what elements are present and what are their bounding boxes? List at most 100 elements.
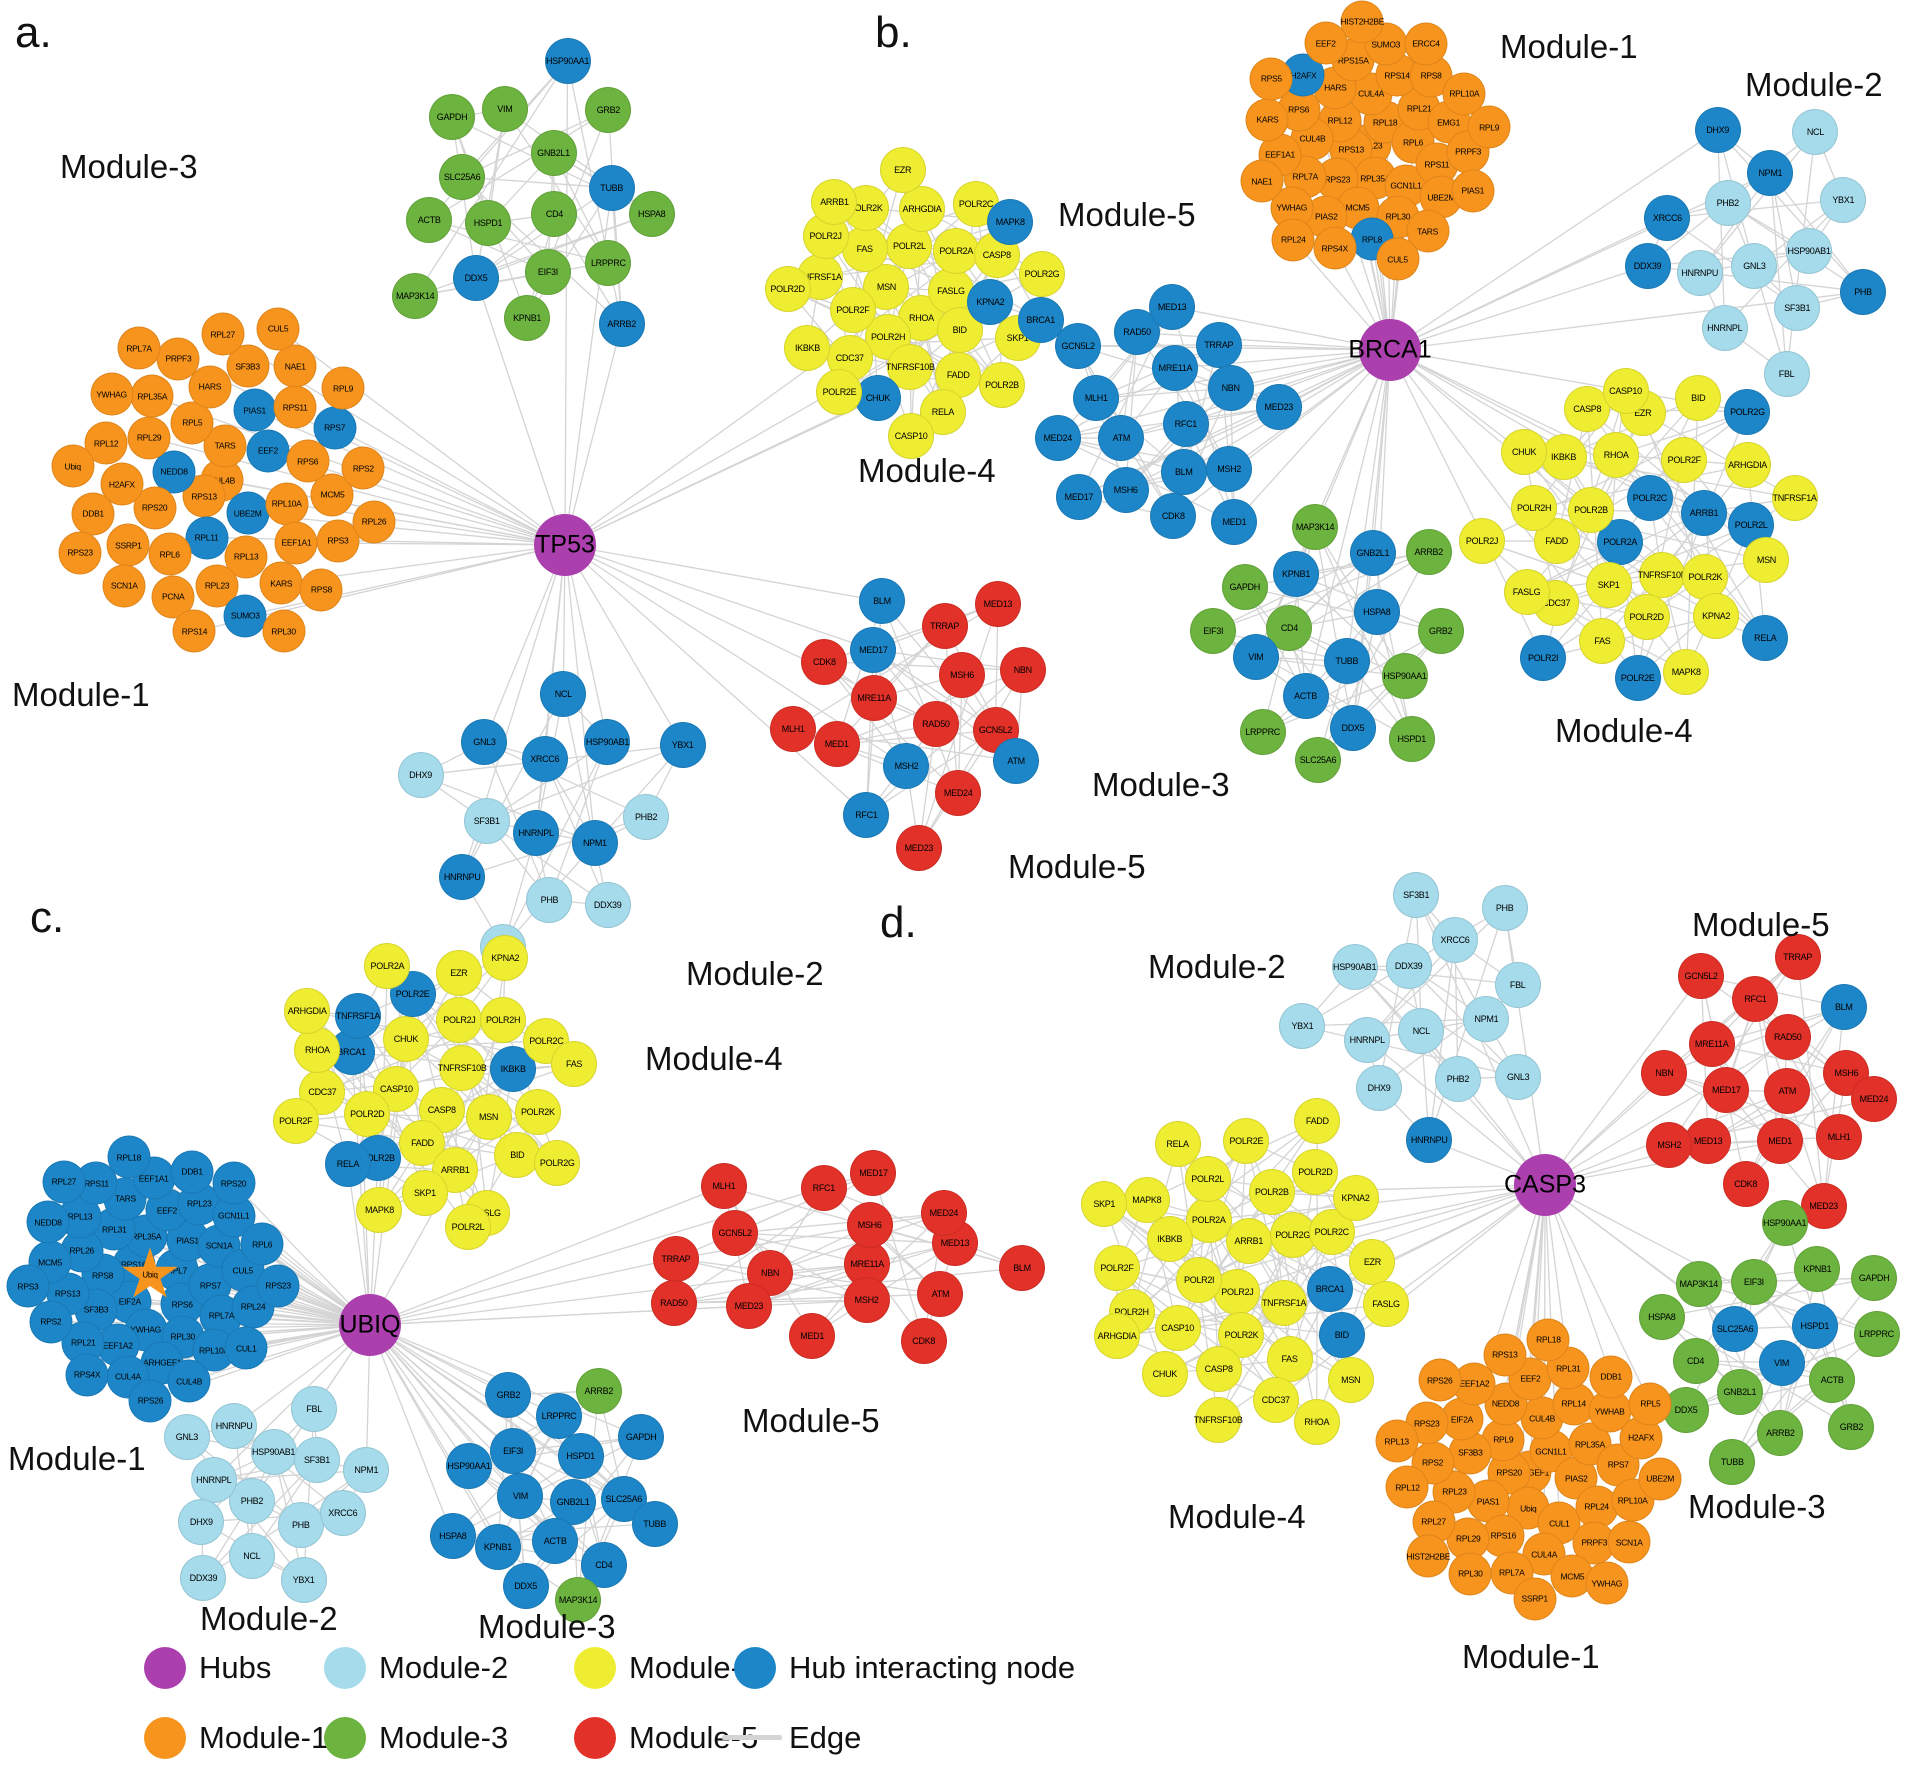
legend-label-module-1: Module-1	[199, 1720, 329, 1755]
gene-node: POLR2I	[1520, 634, 1567, 681]
gene-node: MED13	[1685, 1118, 1732, 1165]
gene-node: MAPK8	[356, 1187, 403, 1234]
gene-node: HNRNPL	[513, 810, 560, 857]
edge	[1544, 1184, 1816, 1327]
gene-node: MAPK8	[1123, 1177, 1170, 1224]
gene-node: RPS3	[6, 1264, 50, 1308]
edge	[1420, 1030, 1546, 1186]
gene-node: FAS	[1266, 1336, 1313, 1383]
gene-node: PHB2	[1704, 179, 1751, 226]
edge	[1543, 615, 1717, 659]
edge	[428, 109, 609, 222]
gene-node: RHOA	[1593, 431, 1640, 478]
gene-node: TUBB	[1709, 1439, 1756, 1486]
edge	[1822, 1007, 1845, 1206]
edge	[1716, 130, 1726, 328]
edge	[1125, 332, 1138, 490]
gene-node: FASLG	[1503, 568, 1550, 615]
gene-node: HNRNPU	[439, 854, 486, 901]
gene-node: CD4	[531, 191, 578, 237]
gene-node: GNL3	[461, 719, 508, 766]
legend-label-edge: Edge	[789, 1720, 862, 1755]
gene-node: CUL5	[256, 307, 300, 351]
edge	[468, 1465, 605, 1566]
gene-node: MRE11A	[1152, 345, 1199, 392]
gene-node: DHX9	[1694, 107, 1741, 154]
gene-node: TNFRSF1A	[1261, 1279, 1308, 1326]
gene-node: LRPPRC	[1239, 709, 1286, 756]
gene-node: POLR2K	[514, 1089, 561, 1136]
module-label-module-5: Module-5	[1058, 196, 1196, 233]
gene-node: SKP1	[1585, 561, 1632, 608]
gene-node: VIM	[1758, 1339, 1805, 1386]
edge	[1233, 349, 1391, 523]
edge	[1245, 1140, 1285, 1303]
gene-node: POLR2A	[933, 227, 980, 274]
gene-node: CDK8	[801, 638, 848, 685]
gene-node: HSPA8	[1638, 1293, 1685, 1340]
edge	[1661, 1316, 1852, 1428]
gene-node: KPNA2	[1332, 1174, 1379, 1221]
edge	[823, 1187, 1023, 1269]
edge	[1295, 573, 1406, 677]
gene-node: ARRB2	[1757, 1409, 1804, 1456]
gene-node: POLR2A	[1185, 1196, 1232, 1243]
gene-node: RPL31	[1546, 1346, 1590, 1390]
gene-node: POLR2H	[1511, 485, 1558, 532]
gene-node: GNB2L1	[530, 130, 577, 177]
gene-node: HIST2H2BE	[1341, 0, 1384, 44]
gene-node: HIST2H2BE	[1406, 1534, 1450, 1578]
gene-node: KPNB1	[1273, 551, 1320, 598]
gene-node: HSP90AA1	[1761, 1199, 1808, 1246]
gene-node: RFC1	[1732, 975, 1779, 1022]
gene-node: RFC1	[800, 1164, 847, 1211]
panel-letter-a: a.	[15, 8, 52, 57]
gene-node: RHOA	[1293, 1398, 1340, 1445]
edge	[1255, 349, 1391, 658]
gene-node: TUBB	[1323, 638, 1370, 685]
gene-node: FASLG	[927, 268, 974, 315]
gene-node: NPM1	[571, 819, 618, 866]
gene-node: BRCA1	[1307, 1266, 1354, 1313]
gene-node: Ubiq	[51, 444, 95, 488]
gene-node: RPL10A	[265, 482, 309, 526]
gene-node: VIM	[497, 1473, 544, 1519]
edge	[1275, 1184, 1546, 1401]
gene-node: NBN	[1207, 365, 1254, 412]
gene-node: MED24	[1850, 1075, 1897, 1122]
gene-node: PHB2	[623, 793, 670, 840]
edge	[562, 694, 609, 906]
edge	[872, 649, 996, 731]
edge	[369, 1185, 725, 1326]
gene-node: MED24	[1034, 414, 1081, 461]
gene-node: ATM	[917, 1271, 964, 1318]
gene-node: MSN	[1743, 537, 1790, 584]
panel-letter-b: b.	[875, 8, 912, 57]
gene-node: RPL5	[170, 401, 214, 445]
gene-node: EIF3I	[490, 1428, 537, 1475]
gene-node: RELA	[1154, 1121, 1201, 1168]
gene-node: MRE11A	[851, 675, 898, 722]
edge	[1378, 894, 1417, 1088]
gene-node: NAE1	[1240, 159, 1284, 203]
gene-node: ARHGDIA	[284, 987, 331, 1034]
gene-node: EEF2	[246, 429, 290, 473]
gene-node: POLR2G	[1019, 250, 1066, 297]
edge	[1331, 1184, 1546, 1234]
edge	[1415, 894, 1519, 1077]
panel-letter-c: c.	[30, 893, 65, 942]
edge	[504, 109, 609, 263]
edge	[1695, 1268, 1818, 1362]
edge	[475, 212, 652, 279]
gene-node: TNFRSF10B	[1194, 1397, 1243, 1444]
gene-node: MSN	[1327, 1356, 1374, 1403]
gene-node: HSP90AB1	[584, 718, 631, 765]
gene-node: RPS3	[316, 519, 360, 563]
gene-node: POLR2I	[1176, 1257, 1223, 1304]
gene-node: KPNA2	[1693, 593, 1740, 640]
gene-node: ARRB1	[1681, 489, 1728, 536]
gene-node: MAPK8	[1663, 649, 1710, 696]
gene-node: HSP90AA1	[544, 38, 591, 85]
gene-node: GCN5L2	[712, 1210, 759, 1257]
